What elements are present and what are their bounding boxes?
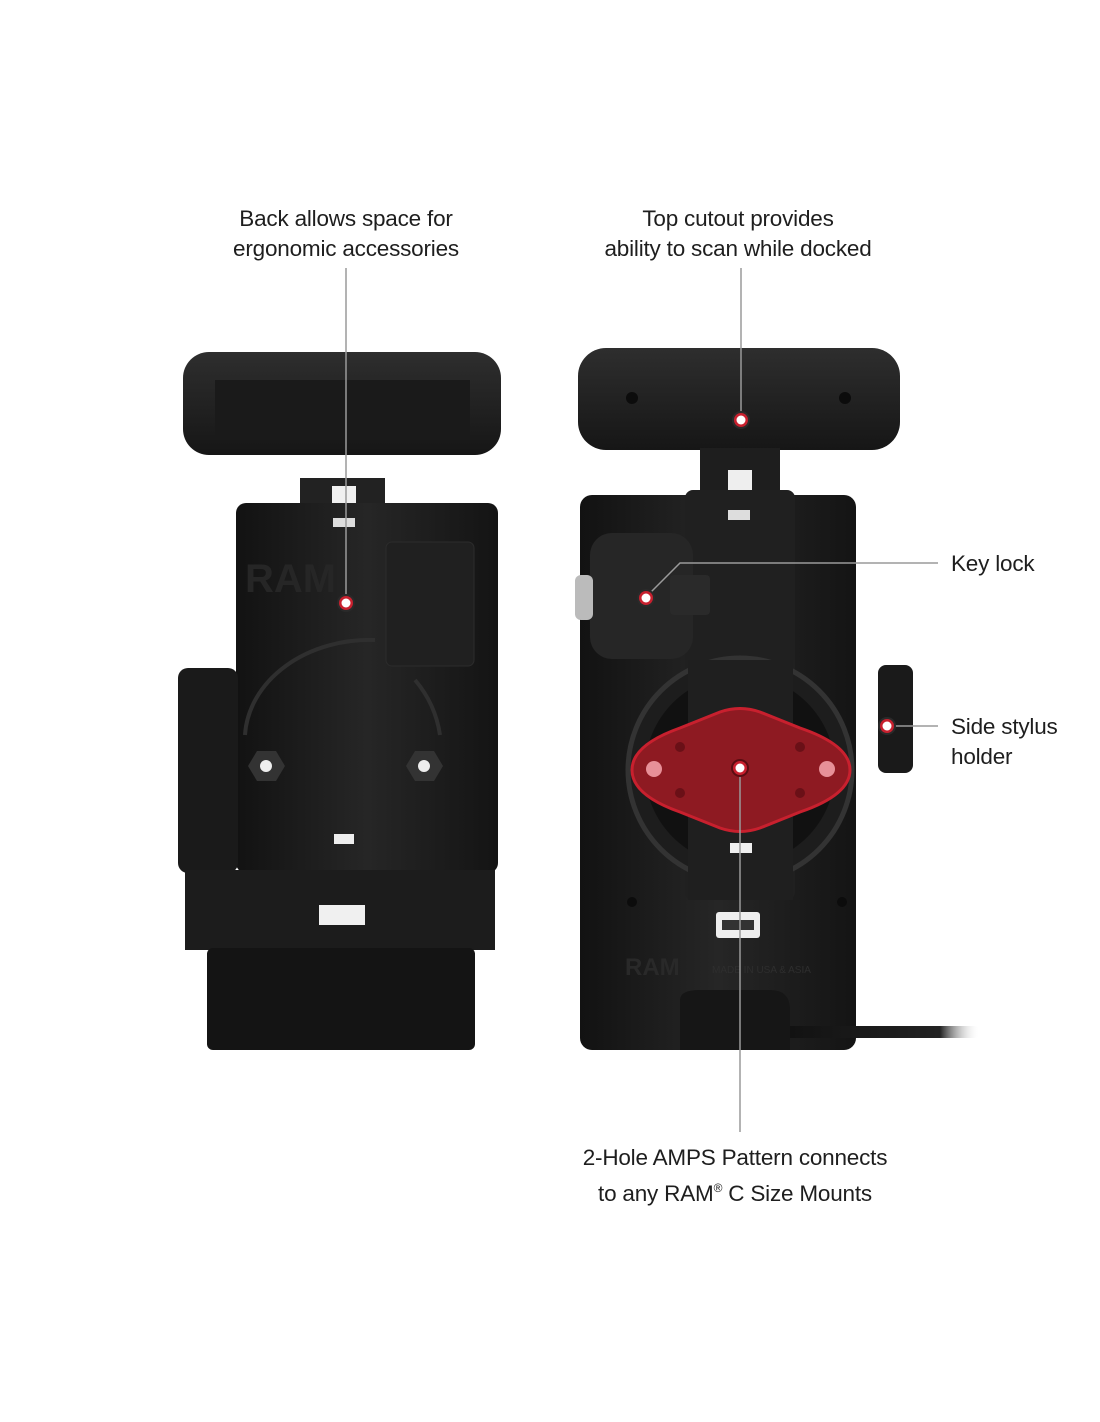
callout-key-lock-line1: Key lock	[951, 551, 1035, 576]
ram-logo-embossed: RAM	[245, 557, 336, 601]
callout-back-line1: Back allows space for	[239, 206, 453, 231]
marker-top-cutout	[732, 411, 750, 429]
marker-back	[337, 594, 355, 612]
marker-stylus	[878, 717, 896, 735]
ram-logo-front: RAM	[625, 954, 680, 981]
marker-amps	[731, 759, 749, 777]
left-cradle: RAM	[178, 352, 501, 1050]
amps-text-pre: to any RAM	[598, 1181, 714, 1206]
callout-top-cutout: Top cutout provides ability to scan whil…	[604, 204, 871, 264]
callout-back-line2: ergonomic accessories	[233, 236, 459, 261]
callout-top-line2: ability to scan while docked	[604, 236, 872, 261]
marker-key-lock	[637, 589, 655, 607]
callout-key-lock: Key lock	[951, 549, 1035, 579]
callout-stylus-line1: Side stylus	[951, 714, 1058, 739]
callout-markers	[337, 411, 896, 777]
callout-stylus-line2: holder	[951, 744, 1013, 769]
leader-lines	[345, 268, 938, 1132]
cable	[780, 1026, 980, 1038]
callout-top-line1: Top cutout provides	[642, 206, 834, 231]
callout-amps: 2-Hole AMPS Pattern connects to any RAM®…	[583, 1143, 888, 1209]
callout-amps-line2: to any RAM® C Size Mounts	[583, 1173, 888, 1209]
callout-back: Back allows space for ergonomic accessor…	[233, 204, 459, 264]
made-in-marking: MADE IN USA & ASIA	[712, 965, 811, 976]
callout-amps-line1: 2-Hole AMPS Pattern connects	[582, 1145, 888, 1170]
amps-text-post: C Size Mounts	[722, 1181, 872, 1206]
callout-stylus: Side stylus holder	[951, 712, 1058, 772]
right-cradle: RAM MADE IN USA & ASIA	[575, 348, 980, 1050]
registered-mark: ®	[713, 1181, 723, 1195]
